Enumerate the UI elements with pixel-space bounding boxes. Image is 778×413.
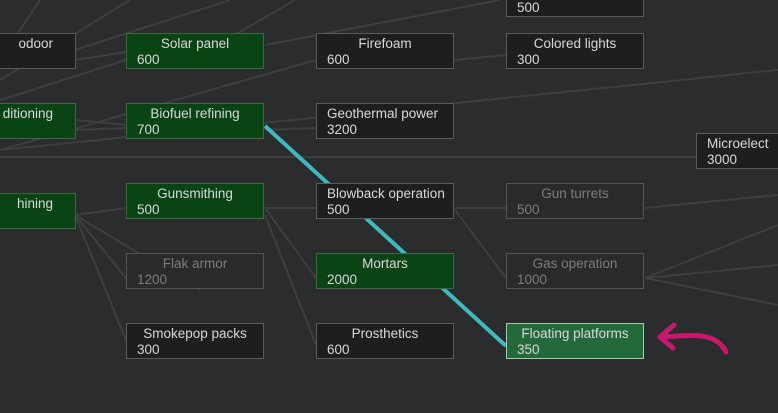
research-title: ditioning: [2, 106, 53, 121]
research-node-top[interactable]: 500: [506, 0, 644, 17]
research-title: Mortars: [362, 256, 408, 271]
research-node-firefoam[interactable]: Firefoam 600: [316, 33, 454, 69]
research-cost: 600: [327, 342, 350, 357]
research-title: odoor: [18, 36, 53, 51]
research-cost: 3200: [327, 122, 358, 137]
research-title: Gas operation: [532, 256, 618, 271]
research-node-mortars[interactable]: Mortars 2000: [316, 253, 454, 289]
annotation-arrow-icon: [657, 322, 729, 355]
research-cost: 1000: [517, 272, 548, 287]
research-title: Colored lights: [533, 36, 617, 51]
research-title: Prosthetics: [351, 326, 419, 341]
research-cost: 500: [517, 202, 540, 217]
research-title: Geothermal power: [327, 106, 439, 121]
research-cost: 300: [517, 52, 540, 67]
research-cost: 1200: [137, 272, 168, 287]
research-cost: 300: [137, 342, 160, 357]
research-node-machining[interactable]: hining: [0, 193, 76, 229]
research-cost: 500: [137, 202, 160, 217]
research-title: Floating platforms: [521, 326, 629, 341]
research-title: Smokepop packs: [143, 326, 247, 341]
research-cost: 700: [137, 122, 160, 137]
research-cost: 600: [327, 52, 350, 67]
research-title: Firefoam: [358, 36, 412, 51]
research-cost: 500: [327, 202, 350, 217]
highlighted-prerequisite-line: [263, 124, 508, 348]
research-cost: 500: [517, 0, 540, 15]
research-node-aircon[interactable]: ditioning: [0, 103, 76, 139]
research-title: Gun turrets: [541, 186, 609, 201]
research-cost: 2000: [327, 272, 358, 287]
research-title: hining: [16, 196, 53, 211]
research-node-podoor[interactable]: odoor: [0, 33, 76, 69]
research-title: Microelect: [707, 136, 769, 151]
research-title: Gunsmithing: [157, 186, 233, 201]
research-title: Blowback operation: [327, 186, 445, 201]
research-title: Solar panel: [160, 36, 230, 51]
research-title: Flak armor: [162, 256, 228, 271]
research-title: Biofuel refining: [150, 106, 240, 121]
research-cost: 3000: [707, 152, 738, 167]
research-cost: 600: [137, 52, 160, 67]
research-cost: 350: [517, 342, 540, 357]
